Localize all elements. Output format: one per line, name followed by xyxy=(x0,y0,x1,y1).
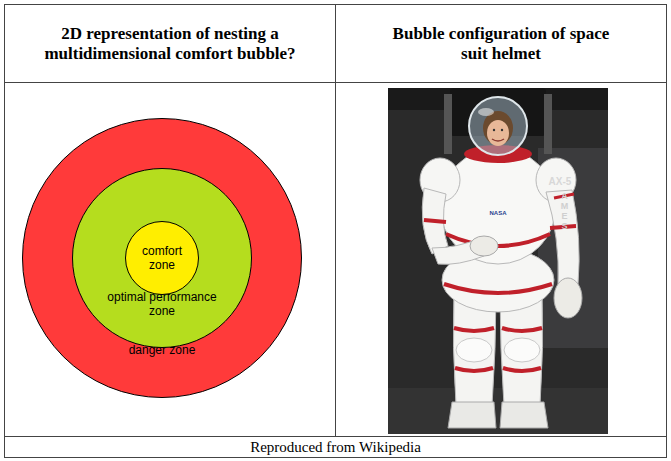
caption-cell: Reproduced from Wikipedia xyxy=(5,437,666,457)
danger-zone-circle: danger zoneoptimal performance zonecomfo… xyxy=(22,118,302,398)
zone-label: comfort zone xyxy=(131,244,193,272)
comfort-zone-circle: comfort zone xyxy=(125,221,199,295)
photo-sign: AX-5 xyxy=(540,176,580,187)
suit-logo: NASA xyxy=(478,210,518,217)
table-header: Bubble configuration of space suit helme… xyxy=(385,24,617,64)
table-cell: 2D representation of nesting a multidime… xyxy=(5,5,335,82)
space-suit-photo xyxy=(388,88,608,434)
optimal-zone-circle: optimal performance zonecomfort zone xyxy=(72,168,252,348)
table-header: 2D representation of nesting a multidime… xyxy=(39,24,301,64)
caption: Reproduced from Wikipedia xyxy=(250,438,421,456)
table-cell: Bubble configuration of space suit helme… xyxy=(336,5,666,82)
photo-sign: AMES xyxy=(560,192,569,232)
